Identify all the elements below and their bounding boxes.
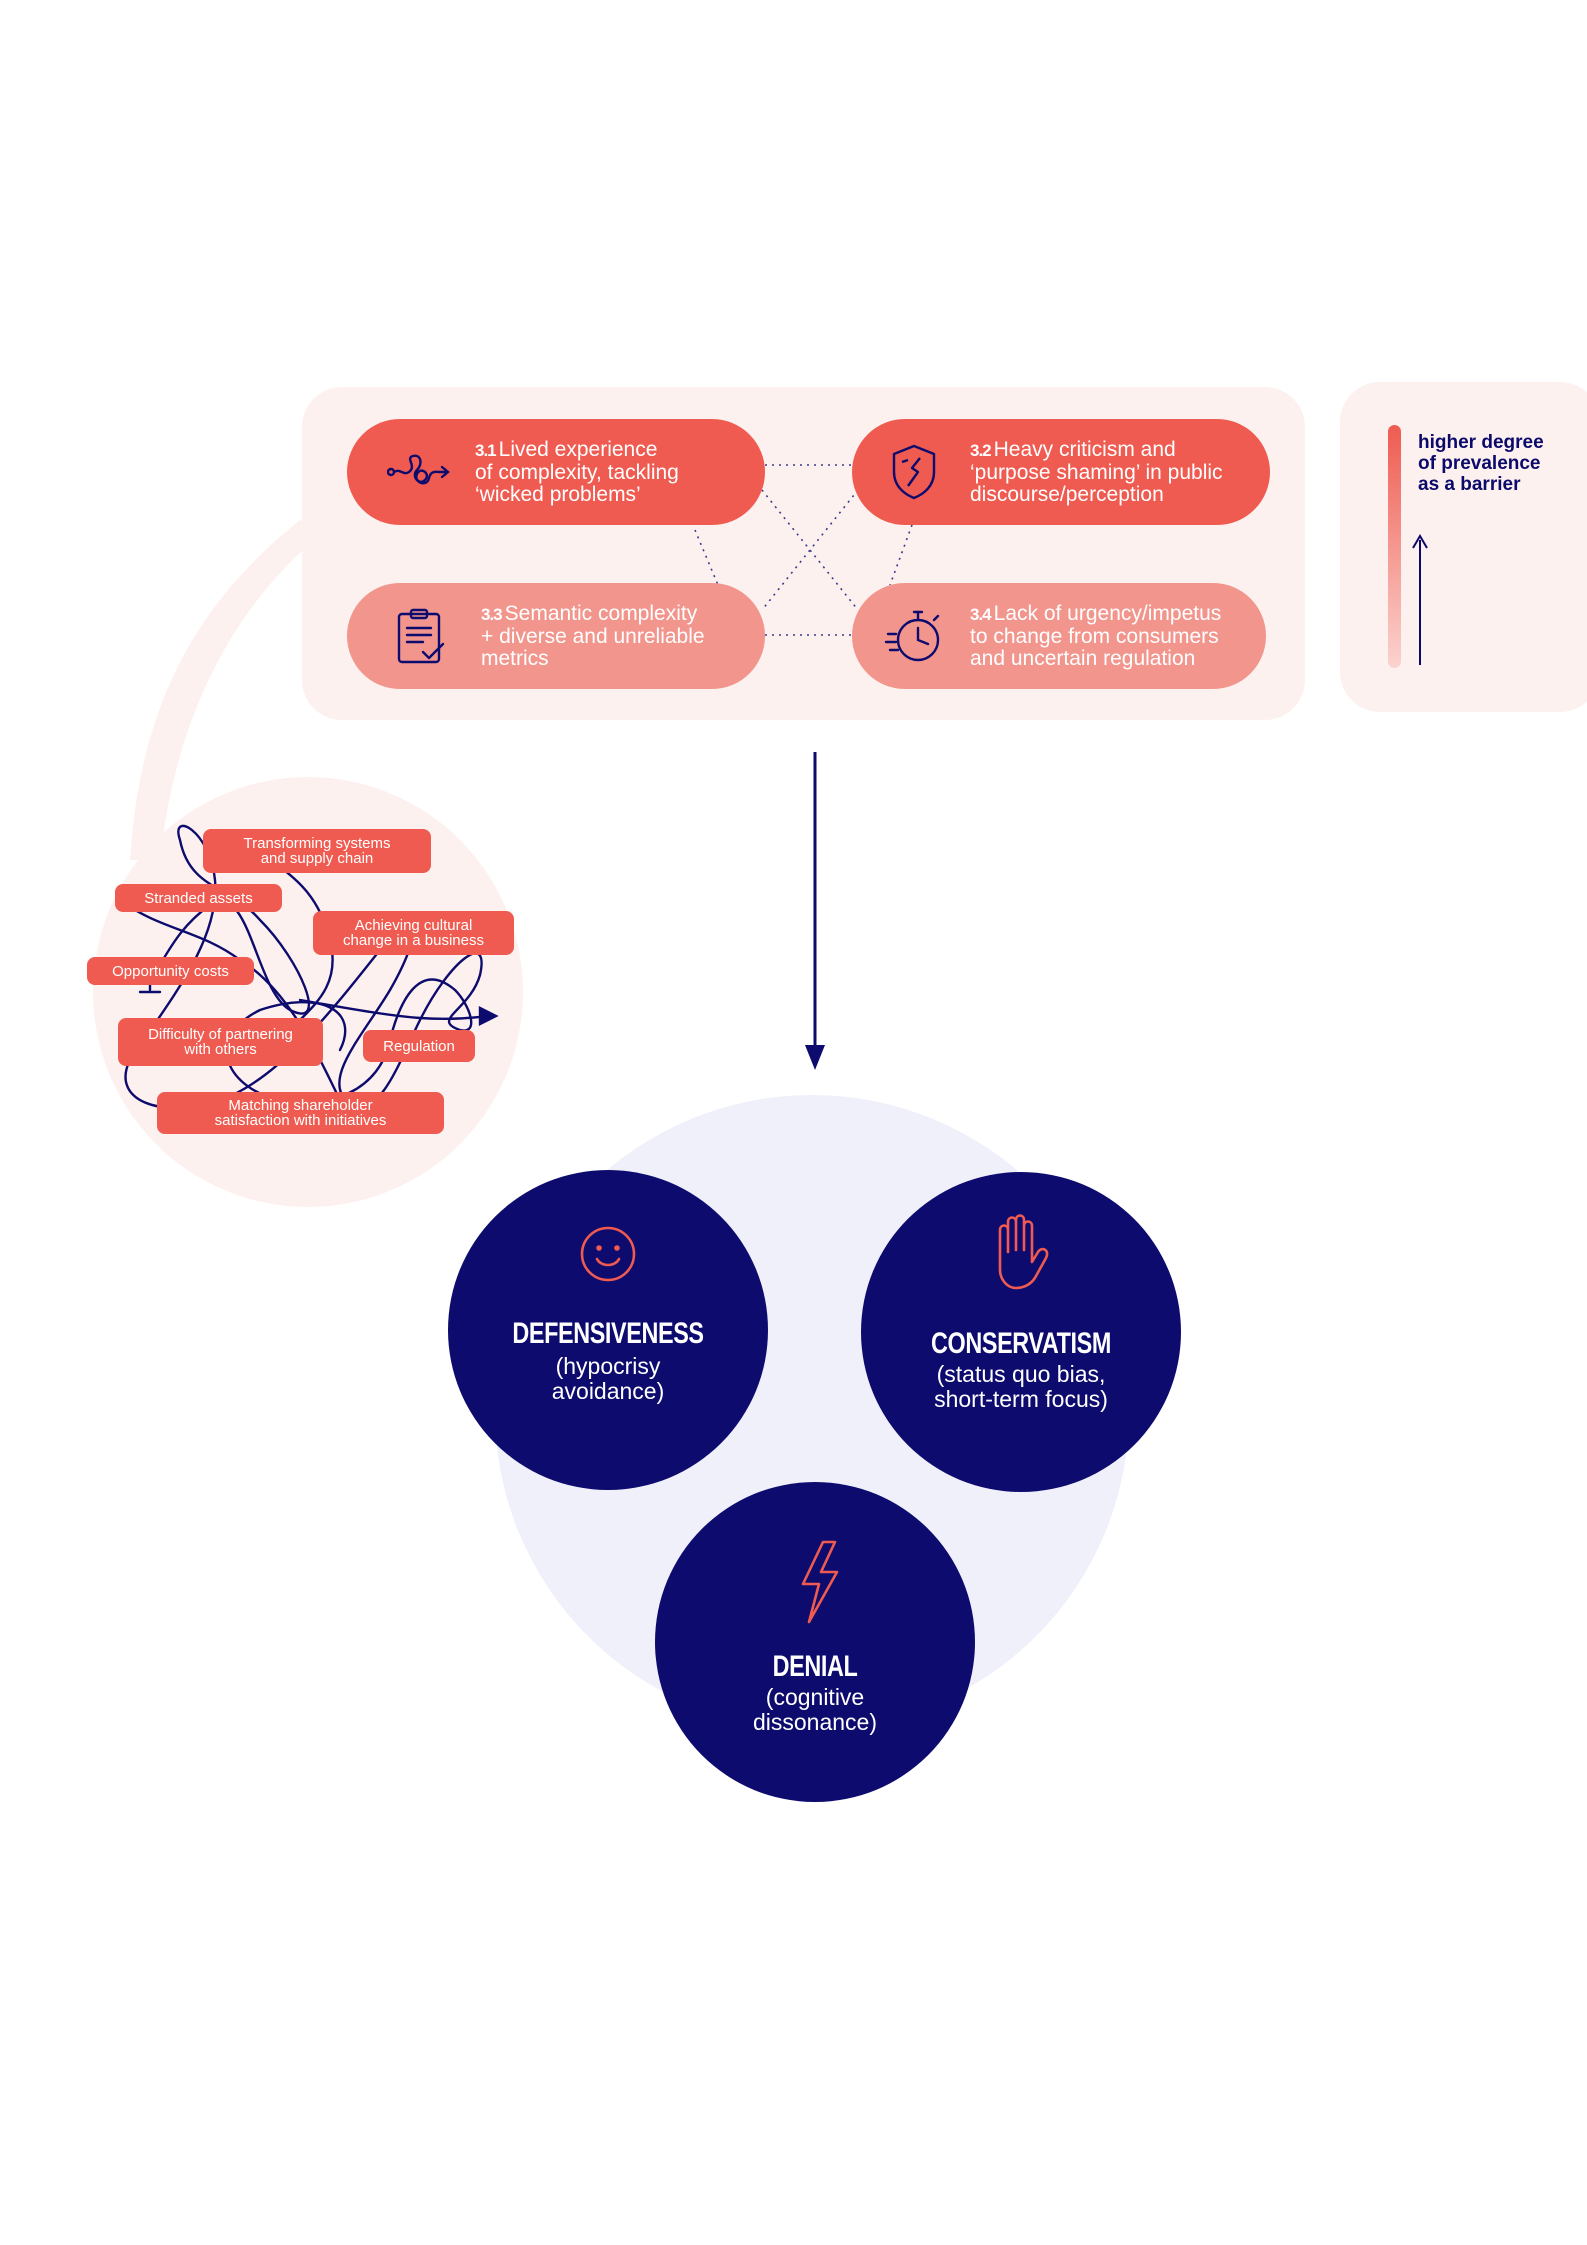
legend-panel <box>1340 382 1587 712</box>
barrier-text: Semantic complexity + diverse and unreli… <box>481 601 705 670</box>
legend-label: higher degree of prevalence as a barrier <box>1418 432 1544 495</box>
response-conservatism: CONSERVATISM (status quo bias, short-ter… <box>861 1172 1181 1492</box>
complexity-tag: Opportunity costs <box>87 957 254 985</box>
response-title: DEFENSIVENESS <box>512 1317 704 1350</box>
complexity-tag: Difficulty of partnering with others <box>118 1018 323 1066</box>
response-title: CONSERVATISM <box>931 1327 1111 1360</box>
legend-arrow-head <box>1412 534 1428 549</box>
barrier-number: 3.4 <box>970 604 992 624</box>
response-subtitle: (cognitive dissonance) <box>752 1684 878 1735</box>
complexity-tag: Transforming systems and supply chain <box>203 829 431 873</box>
tangled-arrow-icon <box>387 454 450 485</box>
response-subtitle: (hypocrisy avoidance) <box>551 1353 665 1404</box>
raised-hand-icon <box>998 1214 1049 1290</box>
stopwatch-icon <box>884 610 940 662</box>
barrier-text: Heavy criticism and ‘purpose shaming’ in… <box>970 437 1223 506</box>
barrier-connectors <box>694 464 913 636</box>
smiley-icon <box>580 1226 636 1282</box>
barrier-number: 3.2 <box>970 440 992 460</box>
response-title: DENIAL <box>772 1650 858 1683</box>
clipboard-check-icon <box>397 608 445 664</box>
response-defensiveness: DEFENSIVENESS (hypocrisy avoidance) <box>448 1170 768 1490</box>
response-denial: DENIAL (cognitive dissonance) <box>655 1482 975 1802</box>
response-subtitle: (status quo bias, short-term focus) <box>934 1361 1108 1412</box>
barrier-text: Lived experience of complexity, tackling… <box>475 437 679 506</box>
complexity-tag: Matching shareholder satisfaction with i… <box>157 1092 444 1134</box>
callout-swoosh <box>130 520 320 860</box>
complexity-tag: Regulation <box>363 1030 475 1062</box>
complexity-tag: Stranded assets <box>115 884 282 912</box>
cracked-shield-icon <box>892 444 936 500</box>
barrier-number: 3.3 <box>481 604 503 624</box>
barrier-text: Lack of urgency/impetus to change from c… <box>970 601 1222 670</box>
lightning-icon <box>801 1540 839 1624</box>
legend-gradient-bar <box>1388 425 1401 668</box>
complexity-tag: Achieving cultural change in a business <box>313 911 514 955</box>
barrier-number: 3.1 <box>475 440 497 460</box>
main-down-arrow-head <box>805 1045 825 1070</box>
